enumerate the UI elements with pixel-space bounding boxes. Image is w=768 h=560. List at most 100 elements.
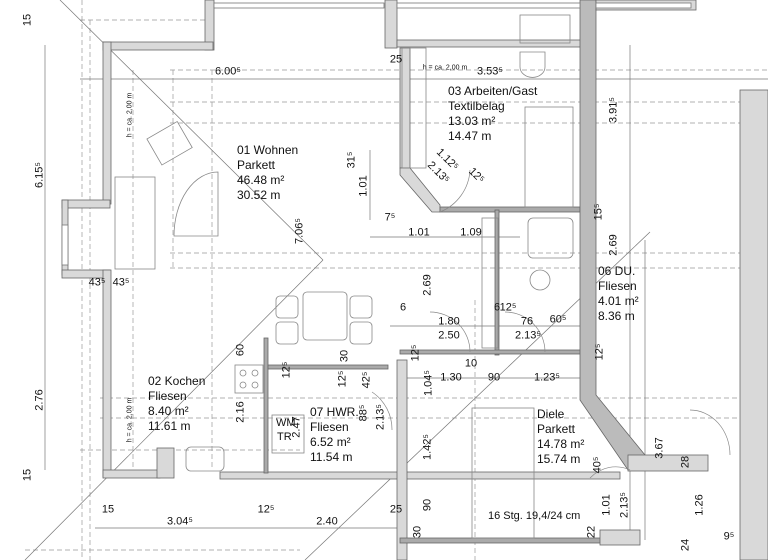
dimension-label: 90 (421, 498, 434, 512)
windows (61, 2, 692, 266)
dimension-label: 2.13⁵ (374, 404, 387, 430)
dimension-label: 10 (464, 357, 478, 370)
room-perimeter: 15.74 m (537, 452, 581, 466)
room-floor: Parkett (237, 158, 276, 172)
dimension-label: 12⁵ (336, 370, 349, 388)
dimension-label: 2.76 (33, 389, 46, 411)
room-label-kochen: 02 Kochen Fliesen 8.40 m² 11.61 m (148, 374, 205, 434)
dimension-label: 1.42⁵ (421, 434, 434, 460)
room-label-wohnen: 01 Wohnen Parkett 46.48 m² 30.52 m (237, 143, 298, 203)
dimension-label: 15 (101, 503, 115, 516)
dimension-label: 43⁵ (112, 276, 130, 289)
dimension-label: 3.53⁵ (477, 65, 503, 78)
dimension-label: 1.01 (600, 494, 613, 516)
dimension-label: 1.09 (460, 226, 482, 239)
dimension-label: 43⁵ (88, 276, 106, 289)
dimension-label: 40⁵ (591, 456, 604, 474)
dimension-label: 3.91⁵ (607, 97, 620, 123)
dimension-label: 3.04⁵ (167, 515, 193, 528)
room-name: 06 DU. (598, 264, 636, 278)
room-area: 14.78 m² (537, 437, 585, 451)
dimension-label: 12⁵ (499, 301, 517, 314)
dimension-label: 1.30 (440, 371, 462, 384)
dashed-guides (25, 0, 768, 560)
dimension-label: 28 (679, 455, 692, 469)
room-name: 02 Kochen (148, 374, 206, 388)
room-label-diele: Diele Parkett 14.78 m² 15.74 m (537, 407, 584, 467)
room-perimeter: 14.47 m (448, 129, 492, 143)
dimension-label: 2.40 (316, 515, 338, 528)
room-name: 07 HWR. (310, 405, 359, 419)
dimension-label: 2.13⁵ (618, 492, 631, 518)
ceiling-height-note: h = ca. 2,00 m (126, 397, 134, 443)
room-floor: Fliesen (310, 420, 349, 434)
room-area: 8.40 m² (148, 404, 189, 418)
dimension-label: 31⁵ (345, 151, 358, 169)
dimension-label: 6 (493, 301, 501, 314)
dimension-label: 30 (338, 349, 351, 363)
room-perimeter: 8.36 m (598, 309, 635, 323)
room-label-arbeiten: 03 Arbeiten/Gast Textilbelag 13.03 m² 14… (448, 84, 537, 144)
washing-machine-label: WM (276, 417, 296, 429)
dimension-label: 12⁵ (280, 361, 293, 379)
dimension-label: 15 (21, 13, 34, 27)
stairs-label: 16 Stg. 19,4/24 cm (488, 510, 581, 522)
dimension-label: 7⁵ (384, 211, 396, 224)
dimension-label: 1.23⁵ (534, 371, 560, 384)
dimension-label: 2.47 (290, 416, 303, 438)
room-floor: Fliesen (148, 389, 187, 403)
dimension-label: 6 (399, 301, 407, 314)
dimension-label: 15⁵ (592, 203, 605, 221)
dimension-label: 6.00⁵ (215, 65, 241, 78)
dimension-label: 2.13⁵ (515, 329, 541, 342)
dimension-label: 60 (234, 343, 247, 357)
room-area: 6.52 m² (310, 435, 351, 449)
room-floor: Fliesen (598, 279, 637, 293)
dimension-label: 1.01 (408, 226, 430, 239)
dimension-label: 76 (520, 315, 534, 328)
dimension-label: 1.01 (357, 175, 370, 197)
dimension-label: 1.80 (438, 315, 460, 328)
room-area: 4.01 m² (598, 294, 639, 308)
room-floor: Textilbelag (448, 99, 505, 113)
furniture (114, 14, 574, 539)
dimension-label: 2.69 (607, 234, 620, 256)
dimension-label: 22 (585, 525, 598, 539)
room-perimeter: 30.52 m (237, 188, 281, 202)
dimension-label: 15 (21, 468, 34, 482)
dimension-label: 60⁵ (549, 313, 567, 326)
room-name: Diele (537, 407, 565, 421)
room-name: 03 Arbeiten/Gast (448, 84, 538, 98)
dimension-label: 12⁵ (593, 343, 606, 361)
dimension-label: 2.16 (234, 401, 247, 423)
dimension-label: 12⁵ (257, 503, 275, 516)
dimension-label: 1.04⁵ (422, 370, 435, 396)
room-perimeter: 11.61 m (148, 419, 191, 433)
doors (371, 169, 731, 479)
ceiling-height-note: h = ca. 2,00 m (422, 64, 468, 72)
dimension-label: 1.26 (693, 494, 706, 516)
dimension-label: 12⁵ (409, 344, 422, 362)
dimension-label: 6.15⁵ (33, 162, 46, 188)
dimension-label: 30 (411, 525, 424, 539)
walls (61, 0, 768, 560)
ceiling-height-note: h = ca. 2,00 m (126, 92, 134, 138)
dimension-label: 9⁵ (723, 530, 735, 543)
room-name: 01 Wohnen (237, 143, 299, 157)
dimension-label: 24 (679, 538, 692, 552)
dimension-label: 2.69 (421, 274, 434, 296)
dimension-label: 3.67 (653, 437, 666, 459)
dimension-label: 7.06⁵ (293, 218, 306, 244)
dryer-label: TR (277, 431, 292, 443)
room-label-dusche: 06 DU. Fliesen 4.01 m² 8.36 m (598, 264, 639, 324)
room-area: 46.48 m² (237, 173, 285, 187)
dimension-label: 25 (389, 503, 403, 516)
room-area: 13.03 m² (448, 114, 496, 128)
dimension-label: 42⁵ (360, 371, 373, 389)
dimension-label: 25 (389, 53, 403, 66)
room-label-hwr: 07 HWR. Fliesen 6.52 m² 11.54 m (310, 405, 359, 465)
dimension-label: 2.50 (438, 329, 460, 342)
dimension-label: 88⁵ (357, 404, 370, 422)
